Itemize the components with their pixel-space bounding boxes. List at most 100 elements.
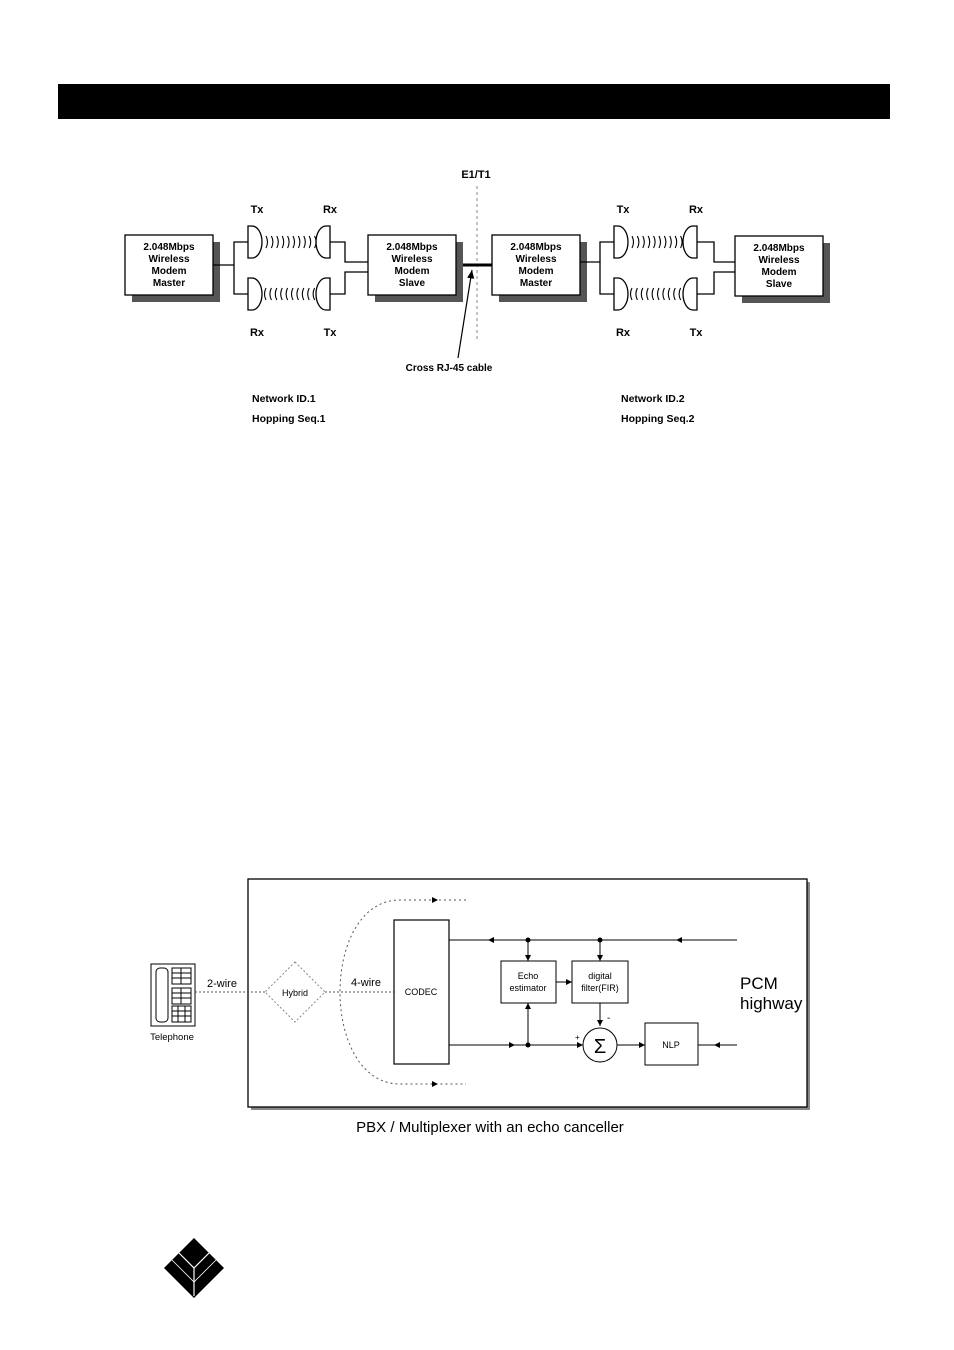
modem-unit-1: 2.048Mbps Wireless Modem Master	[124, 234, 220, 302]
unit3-line2: Wireless	[515, 254, 556, 265]
section-header-bar	[58, 84, 890, 119]
echo-estimator-box	[500, 960, 557, 1004]
hybrid-diamond	[264, 961, 326, 1023]
network2-id: Network ID.2	[621, 393, 685, 405]
wave-arc	[663, 235, 667, 249]
unit3-line4: Master	[520, 278, 552, 289]
unit1-line4: Master	[153, 278, 185, 289]
diagram2-caption: PBX / Multiplexer with an echo canceller	[356, 1119, 624, 1136]
link2-tx-bottom-label: Tx	[690, 327, 704, 339]
digital-filter-line1: digital	[588, 971, 612, 981]
cable-pointer-arrow	[457, 269, 475, 359]
wave-arc	[307, 287, 310, 301]
wave-arc	[635, 287, 638, 301]
telephone-label: Telephone	[150, 1032, 194, 1043]
wave-arc	[647, 235, 651, 249]
unit4-line1: 2.048Mbps	[753, 243, 805, 254]
wave-arc	[303, 235, 306, 249]
unit3-line3: Modem	[519, 266, 554, 277]
wave-arc	[651, 287, 655, 301]
link2-rx-bottom-label: Rx	[616, 327, 631, 339]
wave-arc	[281, 235, 285, 249]
wave-arc	[280, 287, 283, 301]
pcm-highway-line1: PCM	[740, 974, 778, 993]
wave-arc	[301, 287, 305, 301]
unit4-line4: Slave	[766, 279, 793, 290]
link2-wiring	[580, 225, 735, 311]
radio-waves	[263, 235, 683, 301]
four-wire-label: 4-wire	[351, 977, 381, 989]
plus-sign: +	[575, 1033, 580, 1042]
pcm-highway-line2: highway	[740, 994, 803, 1013]
unit2-line4: Slave	[399, 278, 426, 289]
nlp-box	[644, 1022, 699, 1066]
echo-estimator-line1: Echo	[518, 971, 539, 981]
wave-arc	[631, 235, 635, 249]
wave-arc	[673, 287, 676, 301]
unit3-line1: 2.048Mbps	[510, 242, 562, 253]
wireless-link-diagram: E1/T1 2.048Mbps Wireless Modem Master 2.…	[124, 169, 830, 425]
wave-arc	[269, 287, 272, 301]
wave-arc	[680, 235, 683, 249]
wave-arc	[662, 287, 665, 301]
link2-tx-top-label: Tx	[617, 204, 631, 216]
wave-arc	[667, 287, 671, 301]
wave-arc	[658, 235, 662, 249]
telephone-icon	[150, 963, 196, 1027]
wave-arc	[297, 235, 301, 249]
wave-arc	[646, 287, 649, 301]
hybrid-label: Hybrid	[282, 988, 308, 998]
wave-arc	[274, 287, 278, 301]
wave-arc	[270, 235, 274, 249]
wave-arc	[276, 235, 279, 249]
wave-arc	[669, 235, 672, 249]
link1-tx-bottom-label: Tx	[324, 327, 338, 339]
unit4-line2: Wireless	[758, 255, 799, 266]
digital-filter-box	[571, 960, 629, 1004]
wave-arc	[308, 235, 312, 249]
wave-arc	[629, 287, 633, 301]
wave-arc	[263, 287, 267, 301]
unit2-line1: 2.048Mbps	[386, 242, 438, 253]
wave-arc	[678, 287, 682, 301]
network1-seq: Hopping Seq.1	[252, 413, 326, 425]
wave-arc	[292, 235, 296, 249]
wave-arc	[290, 287, 294, 301]
network1-id: Network ID.1	[252, 393, 316, 405]
wave-arc	[674, 235, 678, 249]
unit4-line3: Modem	[762, 267, 797, 278]
modem-unit-4: 2.048Mbps Wireless Modem Slave	[734, 235, 830, 303]
wave-arc	[640, 287, 644, 301]
wave-arc	[653, 235, 656, 249]
black-box-diamond-logo-icon	[164, 1238, 224, 1298]
link1-rx-top-label: Rx	[323, 204, 338, 216]
wave-arc	[312, 287, 316, 301]
nlp-label: NLP	[662, 1040, 680, 1050]
unit1-line3: Modem	[152, 266, 187, 277]
wave-arc	[296, 287, 299, 301]
unit2-line2: Wireless	[391, 254, 432, 265]
cable-label: Cross RJ-45 cable	[406, 363, 493, 374]
wave-arc	[314, 235, 317, 249]
link1-tx-top-label: Tx	[251, 204, 265, 216]
minus-sign: -	[607, 1013, 610, 1024]
echo-canceller-diagram: Telephone 2-wire Hybrid 4-wire CODEC Ech…	[150, 878, 810, 1136]
wave-arc	[636, 235, 640, 249]
wave-arc	[285, 287, 289, 301]
wave-arc	[287, 235, 290, 249]
link2-rx-top-label: Rx	[689, 204, 704, 216]
wave-arc	[265, 235, 269, 249]
wave-arc	[642, 235, 645, 249]
digital-filter-line2: filter(FIR)	[581, 983, 619, 993]
echo-estimator-line2: estimator	[509, 983, 546, 993]
link1-wiring	[213, 225, 368, 311]
modem-unit-2: 2.048Mbps Wireless Modem Slave	[367, 234, 463, 302]
e1t1-label: E1/T1	[461, 169, 490, 181]
unit2-line3: Modem	[395, 266, 430, 277]
modem-unit-3: 2.048Mbps Wireless Modem Master	[491, 234, 587, 302]
wave-arc	[656, 287, 660, 301]
codec-label: CODEC	[405, 987, 438, 997]
unit1-line2: Wireless	[148, 254, 189, 265]
link1-rx-bottom-label: Rx	[250, 327, 265, 339]
